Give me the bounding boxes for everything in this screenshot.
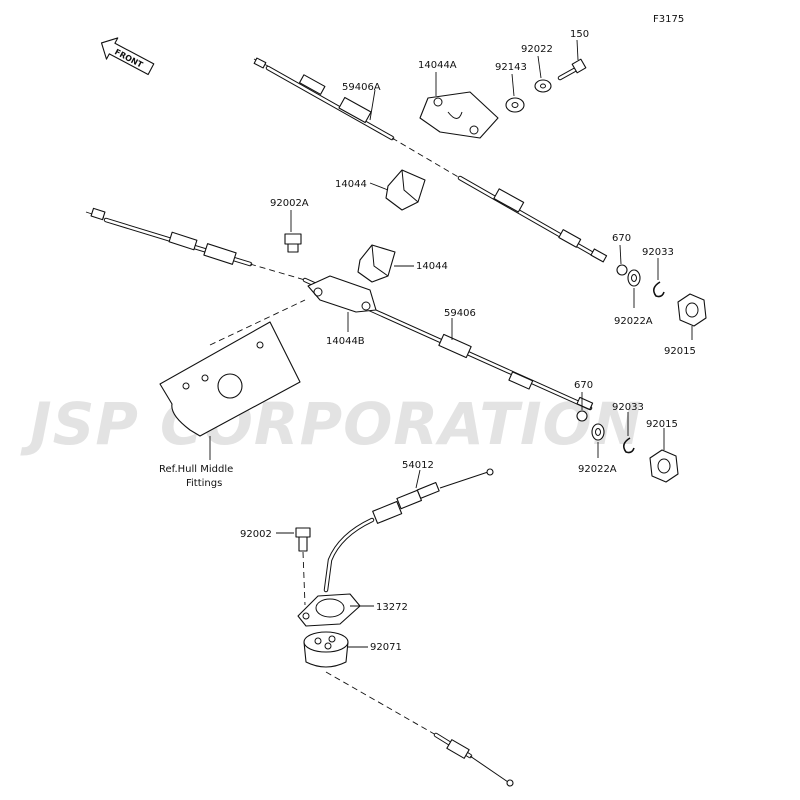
washer-92022a-bot bbox=[591, 423, 605, 441]
label-92022: 92022 bbox=[521, 44, 553, 55]
label-92015-bot: 92015 bbox=[646, 419, 678, 430]
label-14044-top: 14044 bbox=[335, 179, 367, 190]
label-59406: 59406 bbox=[444, 308, 476, 319]
ref-label-line2: Fittings bbox=[186, 478, 222, 489]
o-ring-670-top bbox=[616, 264, 628, 276]
label-92022a-top: 92022A bbox=[614, 316, 653, 327]
label-670-bot: 670 bbox=[574, 380, 593, 391]
label-92071: 92071 bbox=[370, 642, 402, 653]
watermark-text: JSP CORPORATION bbox=[20, 390, 642, 458]
bracket-14044a bbox=[419, 91, 499, 139]
label-92033-bot: 92033 bbox=[612, 402, 644, 413]
o-ring-670-bot bbox=[576, 410, 588, 422]
ref-label-line1: Ref.Hull Middle bbox=[159, 464, 233, 475]
clip-92033-top bbox=[652, 281, 665, 298]
label-54012: 54012 bbox=[402, 460, 434, 471]
label-14044b: 14044B bbox=[326, 336, 365, 347]
bracket-14044b bbox=[307, 275, 377, 313]
plate-13272 bbox=[297, 593, 361, 627]
label-14044a: 14044A bbox=[418, 60, 457, 71]
label-92002: 92002 bbox=[240, 529, 272, 540]
label-13272: 13272 bbox=[376, 602, 408, 613]
cable-54012 bbox=[323, 468, 494, 593]
label-92033-top: 92033 bbox=[642, 247, 674, 258]
cable-59406 bbox=[85, 207, 594, 411]
bolt-92002 bbox=[295, 527, 311, 552]
bolt-150 bbox=[557, 58, 587, 81]
clamp-14044-top bbox=[385, 169, 426, 211]
washer-92022a-top bbox=[627, 269, 641, 287]
label-670-top: 670 bbox=[612, 233, 631, 244]
nut-92015-bot bbox=[649, 449, 679, 483]
label-92002a: 92002A bbox=[270, 198, 309, 209]
washer-92022 bbox=[534, 79, 552, 93]
cable-54012-end bbox=[325, 671, 514, 787]
watermark: JSP CORPORATION bbox=[20, 390, 642, 458]
clip-92033-bot bbox=[622, 437, 635, 454]
label-92022a-bot: 92022A bbox=[578, 464, 617, 475]
label-14044-mid: 14044 bbox=[416, 261, 448, 272]
clamp-14044-mid bbox=[357, 244, 396, 283]
nut-92015-top bbox=[677, 293, 707, 327]
label-59406a: 59406A bbox=[342, 82, 381, 93]
label-92143: 92143 bbox=[495, 62, 527, 73]
figure-code: F3175 bbox=[653, 14, 684, 25]
cable-59406a bbox=[253, 57, 608, 263]
grommet-92071 bbox=[303, 631, 349, 668]
label-150: 150 bbox=[570, 29, 589, 40]
front-arrow-icon: FRONT bbox=[100, 37, 155, 76]
label-92015-top: 92015 bbox=[664, 346, 696, 357]
spacer-92143 bbox=[505, 97, 525, 113]
hull-fitting-plate bbox=[159, 321, 301, 437]
bolt-92002a bbox=[284, 233, 302, 253]
